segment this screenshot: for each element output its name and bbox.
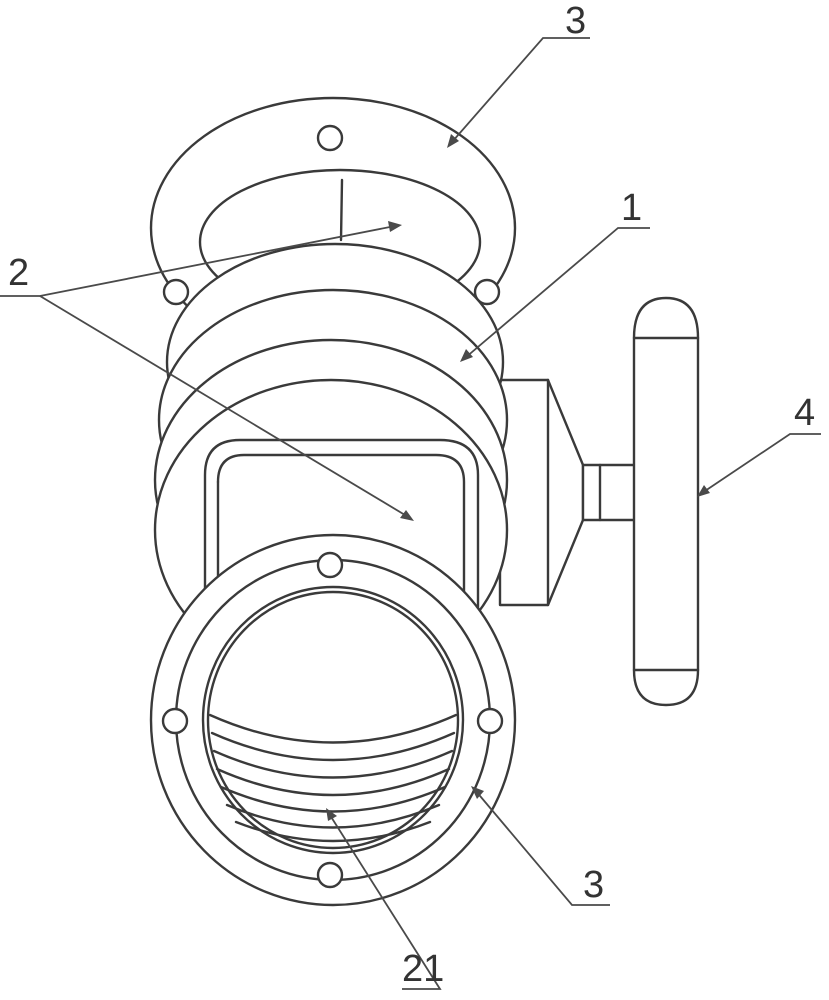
label-handwheel: 4	[794, 392, 815, 434]
handwheel	[632, 296, 700, 707]
bolt-hole	[161, 707, 189, 735]
bolt-hole	[316, 861, 344, 889]
bolt-hole	[473, 278, 501, 306]
bolt-hole	[162, 278, 190, 306]
bottom-flange	[149, 533, 517, 907]
label-valve-body: 1	[621, 187, 642, 229]
label-inner-faces: 2	[8, 252, 29, 294]
bolt-hole	[316, 124, 344, 152]
leaders	[0, 37, 821, 990]
bolt-hole	[476, 707, 504, 735]
label-flange-top: 3	[565, 0, 586, 42]
internal-thread	[208, 713, 458, 843]
bolt-hole	[316, 551, 344, 579]
valve-stem	[498, 378, 640, 607]
labels: 3 1 2 4 3 21	[8, 0, 815, 990]
label-flange-bottom: 3	[583, 864, 604, 906]
label-thread: 21	[402, 948, 444, 990]
